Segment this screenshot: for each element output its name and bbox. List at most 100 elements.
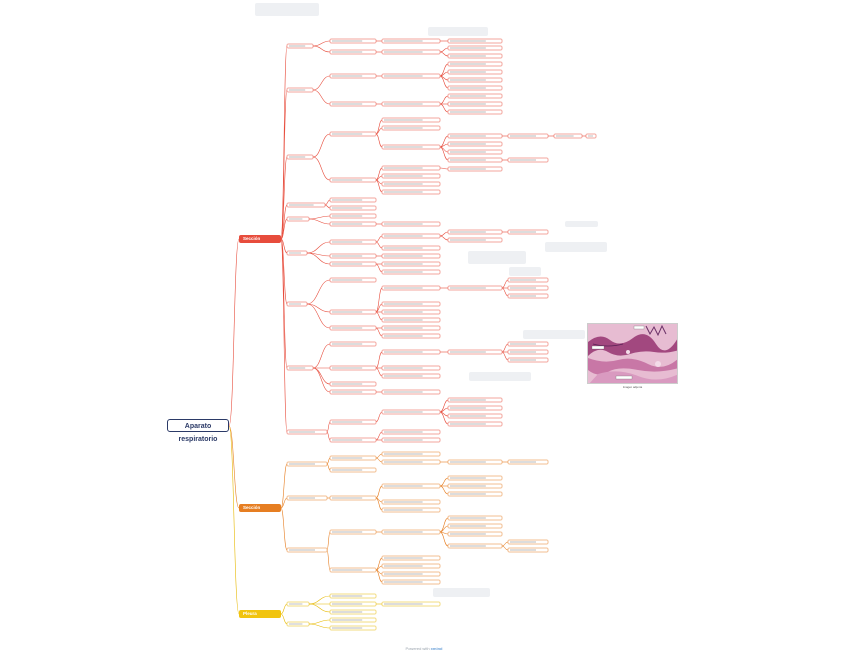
- histology-image: [587, 323, 678, 384]
- connector: [308, 603, 331, 613]
- connector: [439, 47, 449, 53]
- connector: [439, 103, 449, 113]
- connector: [312, 75, 331, 91]
- connector: [439, 75, 449, 89]
- connector: [375, 411, 383, 423]
- connector: [375, 179, 383, 193]
- connector: [280, 497, 288, 509]
- image-caption: Imagen adjunta: [622, 385, 643, 389]
- note-histology-small: [565, 221, 598, 227]
- connector: [308, 619, 331, 625]
- note-image-desc: [523, 330, 585, 339]
- connector: [324, 199, 331, 206]
- connector: [501, 545, 509, 551]
- connector: [324, 204, 331, 209]
- connector: [375, 263, 383, 273]
- connector: [501, 287, 509, 297]
- header-note: [255, 3, 319, 16]
- connector: [308, 218, 331, 225]
- connector: [308, 623, 331, 629]
- connector: [375, 133, 383, 148]
- connector: [326, 463, 331, 471]
- connector: [439, 95, 449, 105]
- connector: [306, 241, 331, 254]
- connector: [375, 127, 383, 135]
- connector: [375, 327, 383, 337]
- connector: [439, 51, 449, 57]
- connector: [280, 238, 288, 369]
- note-glands: [468, 251, 526, 264]
- connector: [375, 497, 383, 511]
- connector: [280, 603, 288, 615]
- connector: [306, 303, 331, 313]
- connector: [312, 40, 331, 47]
- connector: [375, 569, 383, 583]
- connector: [375, 235, 383, 243]
- branch-seccion-conductora[interactable]: Sección conductora: [239, 235, 281, 249]
- connector: [375, 351, 383, 369]
- connector: [280, 613, 288, 625]
- root-topic[interactable]: Aparato respiratorio: [167, 419, 229, 443]
- note-bronchioles: [469, 372, 531, 381]
- connector: [326, 431, 331, 441]
- root-connector: [228, 425, 240, 615]
- connector: [501, 343, 509, 353]
- connector: [375, 241, 383, 249]
- note-pleura: [433, 588, 490, 597]
- connector: [326, 457, 331, 465]
- connector: [439, 531, 449, 547]
- root-connector: [228, 425, 240, 509]
- connector: [280, 204, 288, 240]
- connector: [312, 89, 331, 105]
- connector: [501, 541, 509, 547]
- connector: [439, 485, 449, 495]
- connector: [326, 549, 331, 571]
- connector: [375, 431, 383, 441]
- connector: [439, 231, 449, 237]
- footer-credit: Powered with xmind: [0, 646, 848, 651]
- connector: [375, 287, 383, 313]
- connector: [306, 303, 331, 329]
- connector: [280, 238, 288, 254]
- connector: [312, 156, 331, 181]
- connector: [375, 367, 383, 377]
- branch-seccion-respiratoria[interactable]: Sección respiratoria: [239, 504, 281, 518]
- connector: [375, 453, 383, 459]
- connector: [375, 119, 383, 135]
- connector: [308, 215, 331, 220]
- connector: [312, 367, 331, 385]
- connector: [439, 146, 449, 161]
- connector: [439, 517, 449, 533]
- connector: [375, 311, 383, 321]
- connector: [280, 89, 288, 240]
- connector: [280, 156, 288, 240]
- connector: [312, 133, 331, 158]
- note-lung-apex: [428, 27, 488, 36]
- connector: [375, 485, 383, 499]
- footer-prefix: Powered with: [405, 646, 430, 651]
- connector: [280, 238, 288, 433]
- connector: [501, 279, 509, 289]
- xmind-brand: xmind: [430, 646, 443, 651]
- connector: [312, 45, 331, 53]
- branch-pleura[interactable]: Pleura: [239, 610, 281, 618]
- connector: [306, 279, 331, 305]
- connector: [375, 457, 383, 463]
- connector: [280, 45, 288, 240]
- connector: [280, 218, 288, 240]
- connector: [439, 167, 449, 170]
- connector: [501, 351, 509, 361]
- connector: [312, 367, 331, 393]
- connector: [280, 238, 288, 305]
- connector: [439, 235, 449, 241]
- connector: [280, 463, 288, 509]
- connector: [439, 411, 449, 425]
- note-cells: [509, 267, 541, 276]
- connector: [439, 477, 449, 487]
- connector: [308, 595, 331, 605]
- note-epithelium: [545, 242, 607, 252]
- connector: [326, 531, 331, 551]
- connector: [312, 343, 331, 369]
- connector: [326, 421, 331, 433]
